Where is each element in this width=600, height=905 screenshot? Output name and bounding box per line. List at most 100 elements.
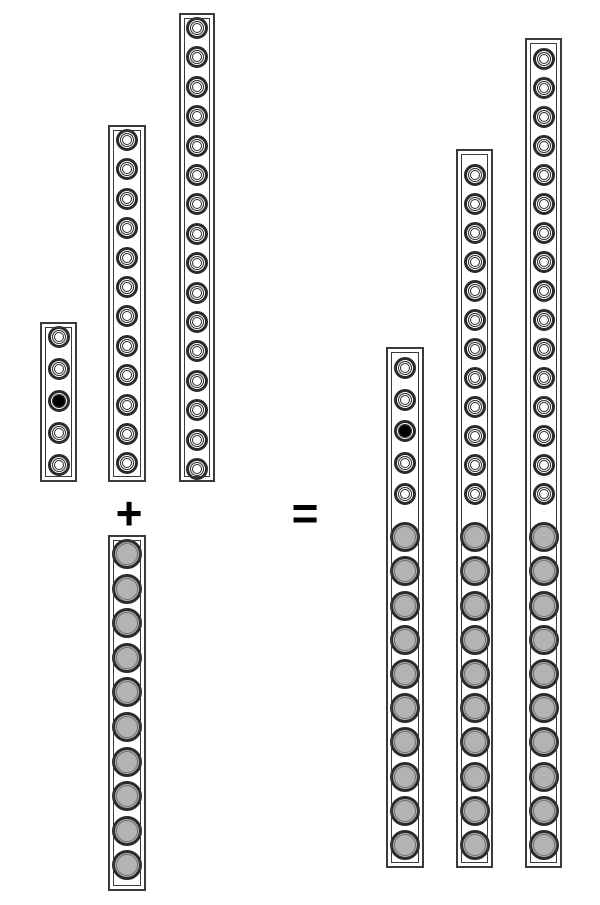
white-ring-icon (463, 164, 486, 187)
gray-disc-icon (528, 761, 559, 792)
white-ring-icon (186, 281, 208, 304)
white-ring-icon (463, 280, 486, 303)
white-ring-icon (186, 134, 208, 157)
white-ring-icon (186, 369, 208, 392)
white-ring-icon (463, 338, 486, 361)
white-ring-icon (394, 451, 416, 474)
gray-disc-icon (459, 761, 490, 792)
white-ring-icon (116, 364, 138, 387)
white-ring-icon (394, 483, 416, 506)
white-ring-icon (532, 222, 555, 245)
white-ring-icon (186, 105, 208, 128)
white-ring-icon (532, 280, 555, 303)
white-ring-icon (463, 454, 486, 477)
gray-disc-icon (390, 624, 420, 655)
white-ring-icon (532, 454, 555, 477)
white-ring-icon (116, 246, 138, 269)
gray-disc-icon (459, 795, 490, 826)
white-ring-icon (532, 483, 555, 506)
gray-disc-icon (528, 830, 559, 860)
white-ring-icon (116, 305, 138, 328)
white-ring-icon (186, 46, 208, 69)
white-ring-icon (463, 222, 486, 245)
gray-disc-icon (112, 712, 142, 742)
gray-disc-icon (112, 746, 142, 777)
white-ring-icon (186, 311, 208, 333)
strip-b (108, 125, 146, 482)
strip-c (179, 13, 215, 482)
white-ring-icon (116, 452, 138, 475)
white-ring-icon (394, 388, 416, 411)
white-ring-icon (532, 48, 555, 71)
strip-f (456, 149, 493, 868)
white-ring-icon (532, 367, 555, 390)
white-ring-icon (463, 193, 486, 216)
white-ring-icon (532, 193, 555, 216)
gray-disc-icon (528, 727, 559, 758)
gray-disc-icon (112, 677, 142, 708)
gray-disc-icon (390, 556, 420, 587)
gray-disc-icon (459, 830, 490, 860)
white-ring-icon (186, 340, 208, 363)
gray-disc-icon (390, 522, 420, 553)
gray-disc-icon (112, 573, 142, 604)
white-ring-icon (116, 158, 138, 181)
strip-e (386, 347, 424, 868)
strip-a (40, 322, 77, 482)
gray-disc-icon (459, 624, 490, 655)
white-ring-icon (186, 399, 208, 422)
gray-disc-icon (528, 556, 559, 587)
white-ring-icon (47, 422, 70, 444)
white-ring-icon (532, 135, 555, 158)
white-ring-icon (463, 251, 486, 274)
white-ring-icon (463, 367, 486, 390)
white-ring-icon (47, 358, 70, 380)
gray-disc-icon (459, 556, 490, 587)
gray-disc-icon (459, 693, 490, 724)
gray-disc-icon (390, 693, 420, 724)
equals-sign: = (291, 487, 319, 539)
gray-disc-icon (459, 590, 490, 621)
white-ring-icon (47, 326, 70, 348)
gray-disc-icon (459, 522, 490, 553)
white-ring-icon (532, 338, 555, 361)
gray-disc-icon (390, 830, 420, 860)
white-ring-icon (463, 396, 486, 419)
white-ring-icon (186, 428, 208, 451)
white-ring-icon (186, 252, 208, 275)
gray-disc-icon (390, 795, 420, 826)
gray-disc-icon (459, 659, 490, 689)
white-ring-icon (186, 222, 208, 245)
strip-g (525, 38, 562, 868)
marked-ring-icon (394, 420, 416, 443)
white-ring-icon (532, 106, 555, 129)
white-ring-icon (186, 17, 208, 39)
gray-disc-icon (390, 590, 420, 621)
white-ring-icon (463, 425, 486, 448)
white-ring-icon (394, 357, 416, 380)
white-ring-icon (186, 164, 208, 186)
white-ring-icon (532, 396, 555, 419)
white-ring-icon (532, 77, 555, 100)
white-ring-icon (116, 217, 138, 240)
white-ring-icon (116, 276, 138, 298)
white-ring-icon (186, 193, 208, 216)
plus-sign: + (115, 487, 143, 539)
gray-disc-icon (528, 590, 559, 621)
white-ring-icon (532, 425, 555, 448)
white-ring-icon (116, 393, 138, 416)
white-ring-icon (116, 423, 138, 445)
gray-disc-icon (112, 608, 142, 639)
gray-disc-icon (390, 761, 420, 792)
gray-disc-icon (390, 659, 420, 689)
strip-d (108, 535, 146, 891)
gray-disc-icon (528, 795, 559, 826)
white-ring-icon (116, 129, 138, 151)
white-ring-icon (116, 334, 138, 357)
gray-disc-icon (528, 624, 559, 655)
white-ring-icon (186, 458, 208, 480)
white-ring-icon (532, 309, 555, 332)
gray-disc-icon (528, 522, 559, 553)
gray-disc-icon (390, 727, 420, 758)
white-ring-icon (47, 454, 70, 476)
